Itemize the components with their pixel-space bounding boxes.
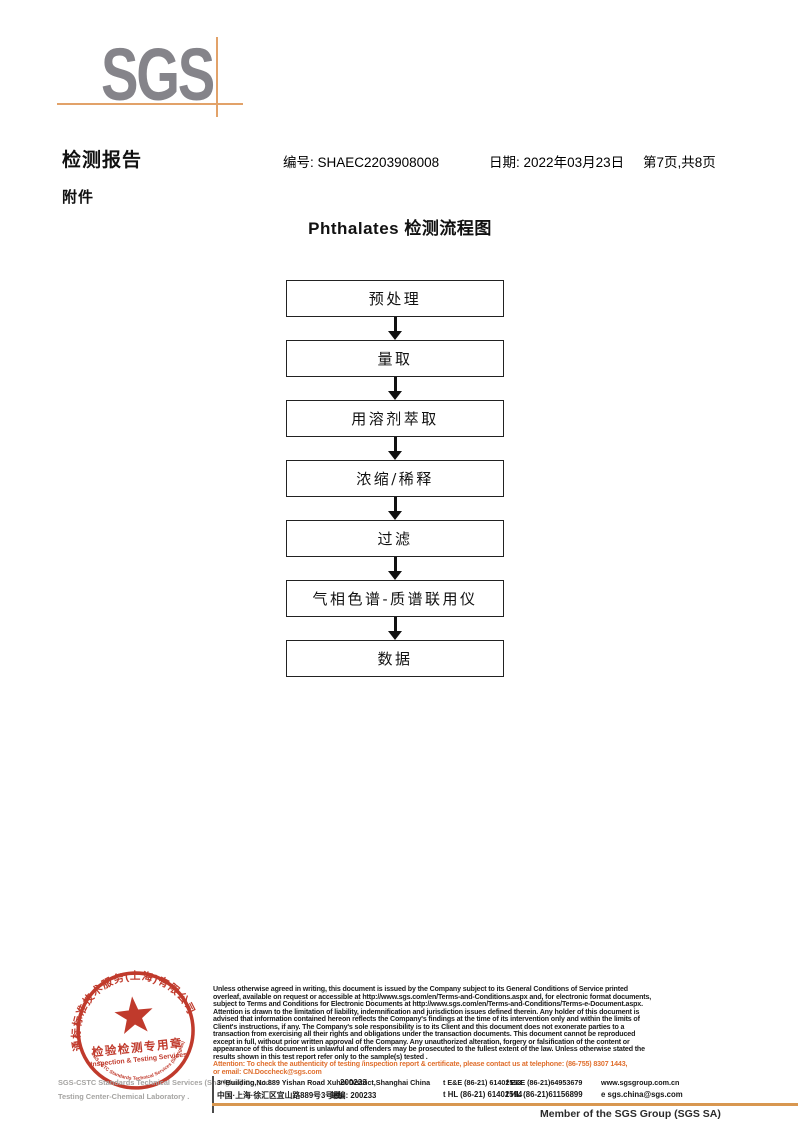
disclaimer-line: transaction from exercising all their ri… bbox=[213, 1030, 636, 1038]
page-indicator: 第7页,共8页 bbox=[643, 155, 716, 170]
disclaimer-line: Unless otherwise agreed in writing, this… bbox=[213, 985, 628, 993]
disclaimer-line: appearance of this document is unlawful … bbox=[213, 1045, 645, 1053]
inspection-stamp: 通标标准技术服务(上海)有限公司 SGS-CSTC Standards Tech… bbox=[52, 957, 218, 1109]
company-name-block: SGS-CSTC Standards Technical Services (S… bbox=[58, 1076, 273, 1103]
flow-arrow-down-icon bbox=[286, 497, 504, 520]
disclaimer-line: except in full, without prior written ap… bbox=[213, 1037, 630, 1046]
flowchart: 预处理量取用溶剂萃取浓缩/稀释过滤气相色谱-质谱联用仪数据 bbox=[286, 280, 504, 677]
logo-crosshair-vertical-line bbox=[216, 37, 218, 117]
stamp-star-icon bbox=[114, 996, 153, 1034]
flowchart-title: Phthalates 检测流程图 bbox=[308, 219, 492, 238]
flow-arrow-down-icon bbox=[286, 617, 504, 640]
report-date: 日期: 2022年03月23日 bbox=[489, 151, 624, 171]
postcode-cn: 邮编: 200233 bbox=[330, 1091, 377, 1100]
disclaimer-line: subject to Terms and Conditions for Elec… bbox=[213, 1000, 643, 1008]
phone-hl: t HL (86-21) 61402594 bbox=[443, 1090, 523, 1099]
report-title: 检测报告 bbox=[62, 150, 143, 171]
disclaimer-line: Attention is drawn to the limitation of … bbox=[213, 1007, 640, 1016]
report-number: 编号: SHAEC2203908008 bbox=[283, 151, 439, 171]
flow-arrow-down-icon bbox=[286, 377, 504, 400]
company-name-en: SGS-CSTC Standards Technical Services (S… bbox=[58, 1078, 273, 1087]
sgs-logo: SGS bbox=[101, 33, 215, 116]
phone-ee: t E&E (86-21) 61402553 bbox=[443, 1078, 522, 1087]
report-number-value: SHAEC2203908008 bbox=[317, 155, 440, 170]
sgs-member-text: Member of the SGS Group (SGS SA) bbox=[540, 1108, 721, 1120]
attention-line: or email: CN.Doccheck@sgs.com bbox=[213, 1067, 322, 1076]
flow-step-box: 预处理 bbox=[286, 280, 504, 317]
flow-arrow-down-icon bbox=[286, 557, 504, 580]
flow-step-box: 量取 bbox=[286, 340, 504, 377]
flow-step-box: 浓缩/稀释 bbox=[286, 460, 504, 497]
flow-step-box: 数据 bbox=[286, 640, 504, 677]
company-lab-name: Testing Center-Chemical Laboratory . bbox=[58, 1091, 190, 1101]
attachment-label: 附件 bbox=[62, 189, 95, 206]
fax-hl: f HL (86-21)61156899 bbox=[506, 1090, 583, 1099]
address-divider-line bbox=[212, 1076, 214, 1113]
flow-step-box: 气相色谱-质谱联用仪 bbox=[286, 580, 504, 617]
fax-ee: f E&E (86-21)64953679 bbox=[506, 1078, 583, 1087]
flow-step-box: 用溶剂萃取 bbox=[286, 400, 504, 437]
logo-crosshair-horizontal-line bbox=[57, 103, 243, 105]
report-number-label: 编号: bbox=[283, 155, 314, 170]
attention-line: Attention: To check the authenticity of … bbox=[213, 1060, 628, 1068]
report-date-label: 日期: bbox=[489, 155, 520, 170]
address-en: 3ʳᵈBuilding,No.889 Yishan Road Xuhui Dis… bbox=[217, 1078, 431, 1087]
postcode-en: 200233 bbox=[340, 1078, 367, 1087]
flow-arrow-down-icon bbox=[286, 437, 504, 460]
disclaimer-line: results shown in this test report refer … bbox=[213, 1052, 428, 1061]
address-cn: 中国·上海·徐汇区宜山路889号3号楼 bbox=[217, 1091, 341, 1100]
stamp-ring-circle bbox=[76, 971, 195, 1090]
email-address: e sgs.china@sgs.com bbox=[601, 1090, 683, 1099]
website-url: www.sgsgroup.com.cn bbox=[601, 1078, 680, 1087]
footer-orange-rule bbox=[212, 1103, 798, 1106]
disclaimer-line: overleaf, available on request or access… bbox=[213, 992, 652, 1001]
disclaimer-line: Client's instructions, if any. The Compa… bbox=[213, 1022, 625, 1031]
flow-arrow-down-icon bbox=[286, 317, 504, 340]
report-date-value: 2022年03月23日 bbox=[523, 155, 625, 170]
disclaimer: Unless otherwise agreed in writing, this… bbox=[213, 985, 707, 1076]
flow-step-box: 过滤 bbox=[286, 520, 504, 557]
disclaimer-line: advised that information contained hereo… bbox=[213, 1015, 640, 1023]
